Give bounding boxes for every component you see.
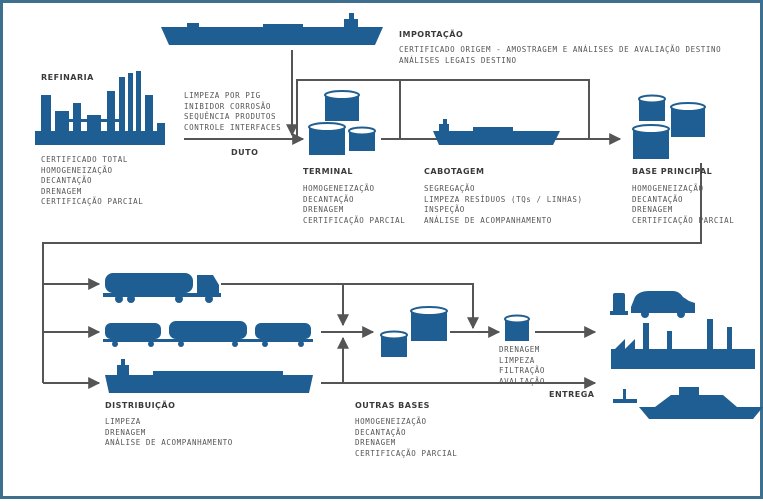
terminal-title: TERMINAL [303, 167, 354, 176]
note-line: DRENAGEM [41, 186, 82, 196]
freight-train-icon [103, 321, 313, 347]
note-line: CERTIFICAÇÃO PARCIAL [355, 448, 458, 458]
cabotagem-title: CABOTAGEM [424, 167, 485, 176]
note-line: LIMPEZA [499, 355, 535, 365]
note-line: LIMPEZA POR PIG [184, 91, 261, 100]
yacht-icon [613, 387, 763, 419]
tank-truck-icon [103, 273, 221, 303]
note-line: FILTRAÇÃO [499, 366, 546, 375]
base-tanks-icon [632, 94, 706, 159]
note-line: HOMOGENEIZAÇÃO [303, 184, 375, 193]
note-line: INIBIDOR CORROSÃO [184, 101, 271, 111]
note-line: ANÁLISES LEGAIS DESTINO [399, 55, 517, 65]
note-line: CERTIFICAÇÃO PARCIAL [41, 197, 144, 206]
barge-icon [105, 359, 313, 393]
note-line: CERTIFICAÇÃO PARCIAL [303, 215, 406, 225]
note-line: INSPEÇÃO [424, 205, 465, 214]
truck-line [221, 283, 479, 330]
other-bases-tanks-icon [380, 306, 448, 357]
note-line: HOMOGENEIZAÇÃO [355, 417, 427, 426]
flow-diagram [35, 13, 763, 419]
note-line: DECANTAÇÃO [41, 176, 93, 185]
coastal-ship-icon [433, 119, 560, 145]
fuel-pump-icon [610, 293, 628, 315]
note-line: DRENAGEM [355, 438, 396, 447]
note-line: DRENAGEM [105, 427, 146, 437]
note-line: LIMPEZA [105, 417, 141, 426]
refinaria-notes: CERTIFICADO TOTAL HOMOGENEIZAÇÃO DECANTA… [41, 155, 143, 208]
final-tank-notes: DRENAGEM LIMPEZA FILTRAÇÃO AVALIAÇÃO [499, 345, 545, 387]
importacao-title: IMPORTAÇÃO [399, 30, 464, 39]
outras-bases-notes: HOMOGENEIZAÇÃO DECANTAÇÃO DRENAGEM CERTI… [355, 417, 457, 459]
entrega-title: ENTREGA [549, 390, 595, 399]
base-principal-notes: HOMOGENEIZAÇÃO DECANTAÇÃO DRENAGEM CERTI… [632, 184, 734, 226]
factory-icon [611, 319, 755, 369]
note-line: CERTIFICADO ORIGEM - AMOSTRAGEM E ANÁLIS… [399, 45, 722, 54]
storage-tanks-icon [308, 90, 376, 155]
note-line: DRENAGEM [499, 345, 540, 354]
note-line: ANÁLISE DE ACOMPANHAMENTO [105, 438, 233, 447]
note-line: DRENAGEM [632, 205, 673, 214]
note-line: CONTROLE INTERFACES [184, 122, 282, 132]
note-line: CERTIFICADO TOTAL [41, 155, 128, 164]
final-tank-icon [504, 314, 530, 341]
note-line: DECANTAÇÃO [632, 194, 684, 204]
refinery-icon [35, 71, 165, 145]
terminal-notes: HOMOGENEIZAÇÃO DECANTAÇÃO DRENAGEM CERTI… [303, 184, 405, 226]
duto-notes: LIMPEZA POR PIG INIBIDOR CORROSÃO SEQUÊN… [184, 91, 281, 133]
note-line: LIMPEZA RESÍDUOS (TQs / LINHAS) [424, 194, 583, 204]
note-line: ANÁLISE DE ACOMPANHAMENTO [424, 215, 552, 225]
base-principal-title: BASE PRINCIPAL [632, 167, 713, 176]
distribuicao-notes: LIMPEZA DRENAGEM ANÁLISE DE ACOMPANHAMEN… [105, 417, 233, 449]
outras-bases-title: OUTRAS BASES [355, 401, 430, 410]
importacao-notes: CERTIFICADO ORIGEM - AMOSTRAGEM E ANÁLIS… [399, 45, 721, 66]
base-to-distribution-line [42, 163, 702, 383]
note-line: CERTIFICAÇÃO PARCIAL [632, 215, 735, 225]
note-line: SEGREGAÇÃO [424, 184, 476, 193]
refinaria-title: REFINARIA [41, 73, 94, 82]
note-line: HOMOGENEIZAÇÃO [632, 184, 704, 193]
duto-title: DUTO [231, 148, 259, 157]
note-line: DECANTAÇÃO [303, 194, 355, 204]
tanker-ship-icon [161, 13, 383, 45]
car-icon [631, 291, 695, 318]
upper-loop-line [296, 79, 590, 139]
note-line: DRENAGEM [303, 205, 344, 214]
note-line: SEQUÊNCIA PRODUTOS [184, 112, 277, 121]
cabotagem-notes: SEGREGAÇÃO LIMPEZA RESÍDUOS (TQs / LINHA… [424, 184, 583, 226]
note-line: DECANTAÇÃO [355, 427, 407, 437]
distribuicao-title: DISTRIBUIÇÃO [105, 401, 176, 410]
note-line: HOMOGENEIZAÇÃO [41, 165, 113, 175]
note-line: AVALIAÇÃO [499, 376, 546, 386]
